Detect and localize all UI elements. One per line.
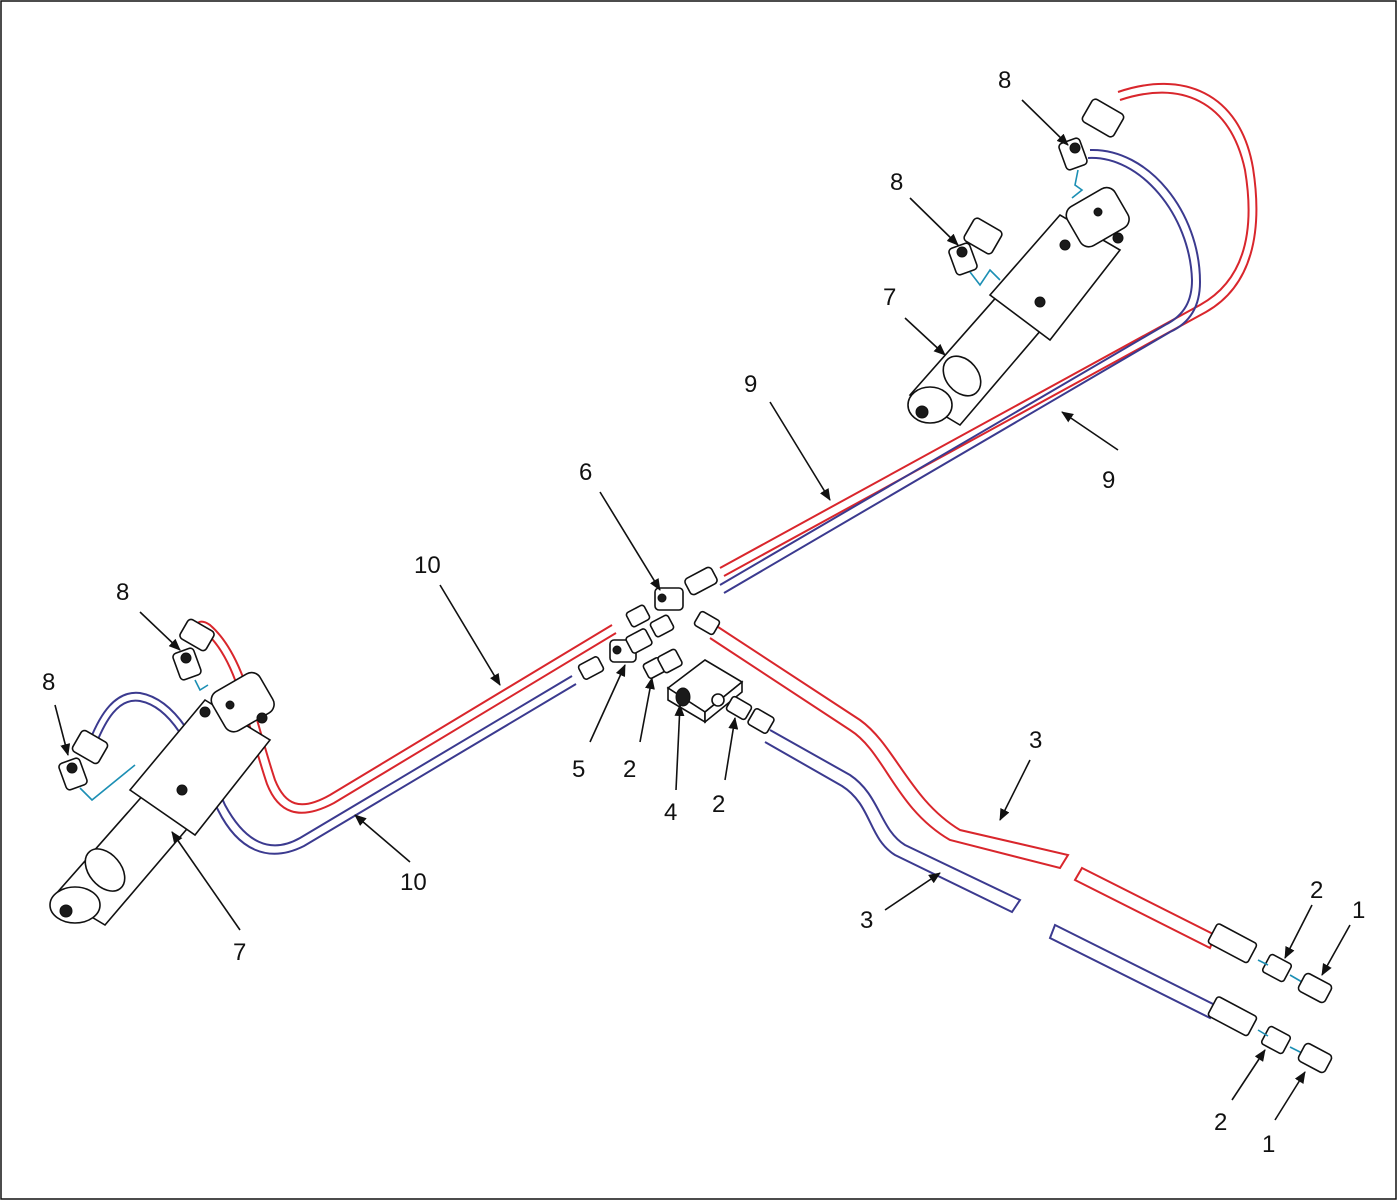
hose-9-return: [719, 148, 1202, 594]
callout-6: 6: [579, 459, 592, 486]
callout-8-left-bottom: 8: [42, 669, 55, 696]
callout-1-end-lower: 1: [1262, 1131, 1275, 1158]
hydraulic-cylinder-lower: [49, 671, 275, 927]
callout-1-end-upper: 1: [1352, 897, 1365, 924]
callout-2-end-upper: 2: [1310, 877, 1323, 904]
callout-2-end-lower: 2: [1214, 1109, 1227, 1136]
leader-lines: [54, 99, 1351, 1121]
fitting-8-lower-b: [58, 729, 136, 802]
callout-3-lower: 3: [860, 907, 873, 934]
callout-10-lower: 10: [400, 869, 427, 896]
hydraulic-cylinder-upper: [907, 186, 1130, 427]
hose-end-lower: [1207, 996, 1333, 1074]
callout-2-valve: 2: [712, 791, 725, 818]
callout-8-left-top: 8: [116, 579, 129, 606]
callout-9-upper: 9: [744, 371, 757, 398]
fitting-8-upper-b: [948, 217, 1003, 287]
valve-block-4: [666, 659, 744, 724]
hose-3-return: [764, 729, 1217, 1020]
callout-5: 5: [572, 756, 585, 783]
adapter-2-center: [642, 648, 683, 680]
callout-4: 4: [664, 799, 677, 826]
callout-10-upper: 10: [414, 552, 441, 579]
callout-labels: 8 8 7 9 9 6 10 8 8 5 2 4 2 7 10 3 3 2 1 …: [42, 67, 1365, 1158]
hose-end-upper: [1207, 923, 1333, 1004]
tee-fitting-6: [625, 566, 721, 638]
tee-fitting-5: [577, 628, 653, 680]
callout-8-upper-left: 8: [890, 169, 903, 196]
adapter-2-valve: [725, 695, 775, 734]
callout-9-right: 9: [1102, 467, 1115, 494]
callout-7-upper: 7: [883, 284, 896, 311]
fitting-8-lower-a: [172, 618, 215, 692]
fitting-8-upper-a: [1058, 98, 1125, 199]
hose-9-pressure: [719, 82, 1258, 577]
hose-3-pressure: [709, 624, 1217, 950]
callout-2-center: 2: [623, 756, 636, 783]
callout-3-upper: 3: [1029, 727, 1042, 754]
callout-7-lower: 7: [233, 939, 246, 966]
callout-8-top: 8: [998, 67, 1011, 94]
